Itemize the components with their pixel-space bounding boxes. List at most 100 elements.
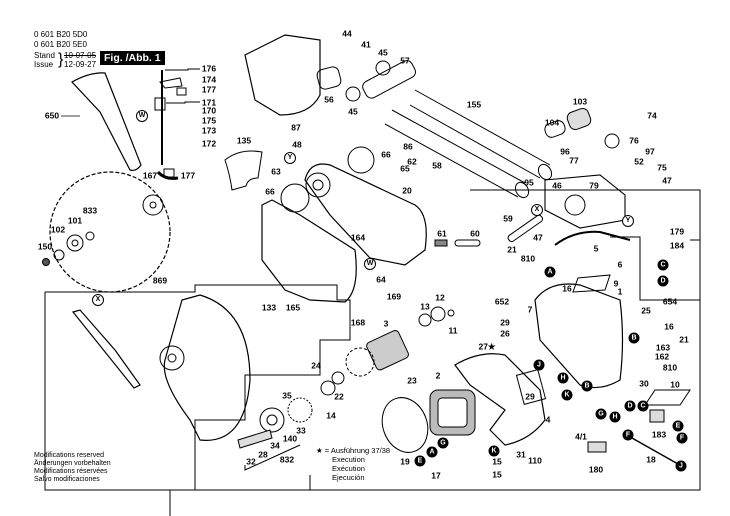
execution-legend: ★ = Ausführung 37/38 Execution Exécution… bbox=[316, 446, 390, 482]
part-label-22: 22 bbox=[334, 391, 344, 402]
armature-3 bbox=[345, 306, 455, 377]
part-label-133: 133 bbox=[261, 302, 277, 313]
part-label-869: 869 bbox=[152, 275, 168, 286]
part-label-110: 110 bbox=[528, 455, 542, 466]
part-label-45: 45 bbox=[378, 47, 388, 58]
part-label-23: 23 bbox=[407, 375, 417, 386]
part-label-163: 163 bbox=[655, 342, 671, 353]
connector-callout-j: J bbox=[533, 359, 545, 371]
lower-blade-guard bbox=[163, 294, 251, 441]
connector-callout-x: X bbox=[531, 204, 543, 216]
washer-833 bbox=[85, 231, 95, 241]
part-label-44: 44 bbox=[342, 28, 352, 39]
part-label-79: 79 bbox=[589, 180, 599, 191]
part-number-2: 0 601 B20 5E0 bbox=[34, 40, 87, 49]
part-label-29: 29 bbox=[500, 317, 510, 328]
part-label-175: 175 bbox=[201, 115, 217, 126]
upper-arm bbox=[244, 34, 321, 116]
part-label-45: 45 bbox=[348, 106, 358, 117]
connector-callout-e: E bbox=[672, 420, 684, 432]
connector-callout-f: F bbox=[676, 432, 688, 444]
bushing-56 bbox=[316, 66, 342, 90]
part-label-75: 75 bbox=[657, 162, 667, 173]
part-label-25: 25 bbox=[641, 305, 651, 316]
plate-57 bbox=[362, 60, 416, 99]
part-label-172: 172 bbox=[201, 138, 217, 149]
part-label-4: 4 bbox=[545, 414, 551, 425]
flange-167 bbox=[142, 194, 164, 216]
part-label-13: 13 bbox=[420, 301, 430, 312]
bolt-150 bbox=[42, 258, 50, 266]
connector-callout-y: Y bbox=[622, 215, 634, 227]
part-label-34: 34 bbox=[270, 440, 280, 451]
connector-callout-h: H bbox=[557, 372, 569, 384]
part-label-183: 183 bbox=[651, 429, 667, 440]
part-label-180: 180 bbox=[588, 464, 604, 475]
part-number-1: 0 601 B20 5D0 bbox=[34, 30, 88, 39]
connector-callout-e: E bbox=[414, 455, 426, 467]
connector-callout-a: A bbox=[544, 266, 556, 278]
part-label-810: 810 bbox=[662, 362, 678, 373]
part-label-165: 165 bbox=[285, 302, 301, 313]
brace: } bbox=[58, 51, 64, 68]
switch-4 bbox=[515, 369, 547, 405]
part-label-16: 16 bbox=[664, 321, 674, 332]
note-en: Modifications reserved bbox=[34, 452, 105, 459]
part-label-179: 179 bbox=[669, 226, 685, 237]
part-label-184: 184 bbox=[669, 240, 685, 251]
part-label-11: 11 bbox=[448, 325, 458, 336]
part-label-48: 48 bbox=[292, 139, 302, 150]
part-label-47: 47 bbox=[662, 175, 672, 186]
part-label-16: 16 bbox=[562, 283, 572, 294]
part-label-26: 26 bbox=[500, 328, 510, 339]
part-label-65: 65 bbox=[400, 163, 410, 174]
rail-58 bbox=[384, 109, 530, 199]
bearing-34 bbox=[259, 407, 285, 433]
part-label-74: 74 bbox=[647, 110, 657, 121]
link-lever bbox=[71, 309, 141, 389]
part-label-140: 140 bbox=[282, 433, 298, 444]
arm-housing-20 bbox=[304, 163, 427, 266]
modifications-notes: Modifications reserved Änderungen vorbeh… bbox=[34, 452, 111, 484]
part-label-171: 171 bbox=[201, 97, 217, 108]
part-label-20: 20 bbox=[402, 185, 412, 196]
connector-callout-f: F bbox=[622, 429, 634, 441]
connector-callout-h: H bbox=[609, 411, 621, 423]
connector-callout-y: Y bbox=[284, 152, 296, 164]
dust-bag bbox=[71, 72, 142, 172]
part-label-62: 62 bbox=[407, 156, 417, 167]
part-label-174: 174 bbox=[201, 74, 217, 85]
power-cable bbox=[554, 230, 631, 246]
part-label-15: 15 bbox=[492, 469, 502, 480]
part-label-19: 19 bbox=[400, 456, 410, 467]
part-label-832: 832 bbox=[279, 454, 295, 465]
connector-callout-w: W bbox=[136, 110, 148, 122]
part-label-41: 41 bbox=[361, 39, 371, 50]
legend-line-2: Execution bbox=[332, 455, 365, 464]
part-label-7: 7 bbox=[527, 304, 533, 315]
part-label-9: 9 bbox=[613, 278, 619, 289]
part-label-104: 104 bbox=[544, 117, 560, 128]
part-label-5: 5 bbox=[593, 243, 599, 254]
part-label-103: 103 bbox=[572, 96, 588, 107]
part-label-97: 97 bbox=[645, 146, 655, 157]
part-label-654: 654 bbox=[662, 296, 678, 307]
connector-callout-d: D bbox=[657, 275, 669, 287]
connector-callout-b: B bbox=[581, 380, 593, 392]
part-label-810: 810 bbox=[520, 253, 536, 264]
note-fr: Modifications réservées bbox=[34, 468, 108, 475]
saw-blade bbox=[49, 171, 171, 293]
part-label-56: 56 bbox=[324, 94, 334, 105]
part-label-61: 61 bbox=[437, 228, 447, 239]
gear-33 bbox=[287, 397, 313, 423]
part-label-27-: 27★ bbox=[478, 341, 496, 352]
part-label-24: 24 bbox=[311, 360, 321, 371]
connector-callout-a: A bbox=[426, 446, 438, 458]
part-label-95: 95 bbox=[524, 177, 534, 188]
issue-date: 12-09-27 bbox=[64, 60, 97, 69]
part-label-21: 21 bbox=[507, 244, 517, 255]
part-label-3: 3 bbox=[383, 318, 389, 329]
stand-label: Stand bbox=[34, 51, 55, 60]
part-label-35: 35 bbox=[282, 390, 292, 401]
connector-callout-g: G bbox=[437, 437, 449, 449]
